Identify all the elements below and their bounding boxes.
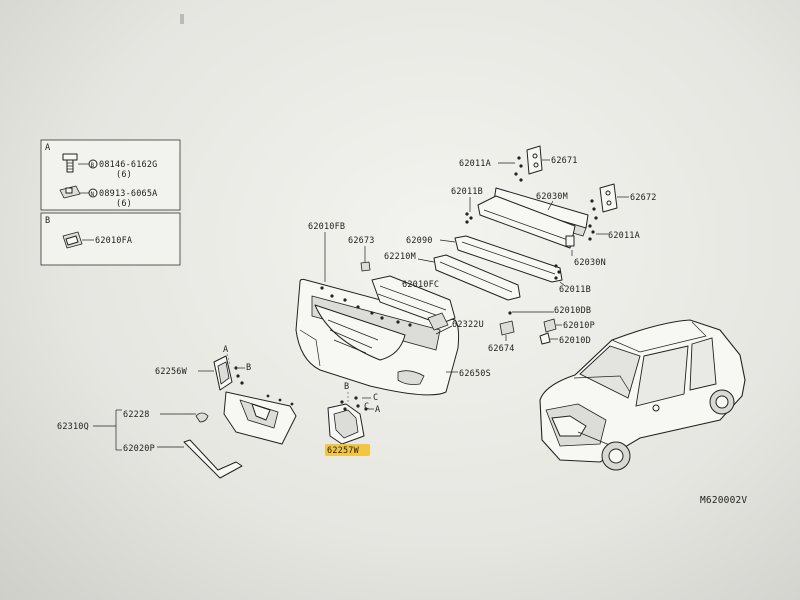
bracket-62671: 62671 <box>526 145 578 175</box>
label-62322u: 62322U <box>452 320 484 330</box>
label-62010d: 62010D <box>559 336 591 346</box>
label-62210m: 62210M <box>384 252 416 262</box>
ref-a-upper: A <box>223 345 228 355</box>
nut-icon <box>59 185 81 199</box>
label-62310q: 62310Q <box>57 422 89 432</box>
clips-62010fb: 62010FB <box>308 222 412 327</box>
grille-62310q: 62228 62310Q <box>57 391 297 451</box>
bracket-62256w: 62256W A B <box>155 345 251 391</box>
ref-c-upper: C <box>373 393 378 403</box>
bracket-62672: 62672 <box>590 183 657 220</box>
label-62674: 62674 <box>488 344 515 354</box>
highlight-62257w <box>325 444 370 456</box>
label-62650s: 62650S <box>459 369 491 379</box>
emblem-62228-shape <box>195 412 209 423</box>
label-62010fc: 62010FC <box>402 280 439 290</box>
label-62090: 62090 <box>406 236 433 246</box>
label-62010db: 62010DB <box>554 306 591 316</box>
legend-box-a-letter: A <box>45 143 50 153</box>
label-62673: 62673 <box>348 236 375 246</box>
ref-c-lower: C <box>364 402 369 412</box>
brackets-62010db-group: 62010DB 62674 62010P 62010D <box>488 306 595 354</box>
clips-62011a-top: 62011A <box>459 156 523 182</box>
label-62010p: 62010P <box>563 321 595 331</box>
nut-marker-letter: N <box>91 191 95 198</box>
nut-marker-circle <box>88 188 98 198</box>
nut-part-code: 08913-6065A <box>99 189 158 199</box>
strip-62020p: 62020P <box>123 439 243 479</box>
label-62011b-mid: 62011B <box>559 285 591 295</box>
label-group-62030n: 62030N <box>571 250 606 268</box>
label-62256w: 62256W <box>155 367 188 377</box>
label-62257w[interactable]: 62257W <box>327 446 360 456</box>
reinforcement-62030m: 62030M <box>477 187 589 249</box>
bolt-marker-circle <box>88 159 98 169</box>
label-62030n: 62030N <box>574 258 606 268</box>
ref-b-lower: B <box>344 382 349 392</box>
legend-box-b-letter: B <box>45 216 50 226</box>
bracket-62010fc: 62010FC 62322U <box>371 275 484 335</box>
label-62011b-top: 62011B <box>451 187 483 197</box>
label-62671: 62671 <box>551 156 578 166</box>
label-62030m: 62030M <box>536 192 568 202</box>
clip-part-code: 62010FA <box>95 236 132 246</box>
bolt-icon <box>62 153 78 173</box>
bolt-part-code: 08146-6162G <box>99 160 158 170</box>
diagram-id: M620002V <box>700 495 747 506</box>
bolt-marker-letter: B <box>91 162 95 169</box>
bumper-fascia-62650s: 62650S <box>295 278 491 396</box>
bracket-62257w: B C C A 62257W <box>325 382 380 456</box>
bracket-62674-shape <box>499 320 515 336</box>
absorber-62210m: 62210M <box>384 252 521 301</box>
clip-62673: 62673 <box>348 236 375 272</box>
bracket-62010d-shape <box>539 332 551 345</box>
label-62011a-right: 62011A <box>608 231 640 241</box>
absorber-62090: 62090 <box>406 235 563 283</box>
screen-mark <box>180 14 184 24</box>
nut-quantity: (6) <box>116 199 132 209</box>
legend-box-b: B 62010FA <box>40 212 181 266</box>
label-62010fb: 62010FB <box>308 222 345 232</box>
car-illustration <box>539 319 746 471</box>
label-62672: 62672 <box>630 193 657 203</box>
label-62228: 62228 <box>123 410 150 420</box>
clips-62011b-top: 62011B <box>451 187 483 224</box>
clip-icon <box>62 231 83 249</box>
bracket-62010p-shape <box>543 318 557 333</box>
ref-a-lower: A <box>375 405 380 415</box>
clips-62011b-mid: 62011B <box>554 264 591 295</box>
clips-62011a-right: 62011A <box>588 224 640 241</box>
legend-box-a: A B 08146-6162G (6) N 08913-6065A (6) <box>40 139 181 211</box>
label-62011a-top: 62011A <box>459 159 491 169</box>
bolt-quantity: (6) <box>116 170 132 180</box>
ref-b-upper: B <box>246 363 251 373</box>
label-62020p: 62020P <box>123 444 155 454</box>
